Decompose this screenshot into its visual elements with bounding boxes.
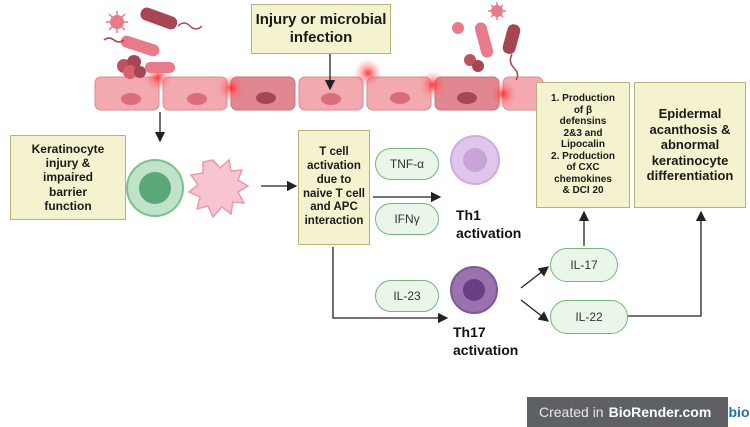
watermark-tail: bio	[728, 397, 750, 427]
production-line: & DCI 20	[562, 185, 604, 197]
keratinocyte-nucleus	[139, 172, 171, 204]
production-line: 2. Production	[551, 150, 615, 162]
inflammation-glow	[144, 59, 517, 108]
keratinocyte-box: Keratinocyte injury & impaired barrier f…	[10, 135, 126, 220]
tcell-line: T cell	[319, 146, 349, 159]
tcell-line: naive T cell	[302, 187, 365, 200]
th1-label: Th1 activation	[456, 207, 536, 242]
apc-cell	[187, 158, 250, 219]
production-line: of CXC	[566, 162, 600, 174]
tcell-activation-box: T cell activation due to naive T cell an…	[298, 130, 370, 245]
th1-label-line2: activation	[456, 224, 522, 241]
epidermal-line: Epidermal	[658, 106, 722, 122]
production-line: chemokines	[554, 173, 612, 185]
keratinocyte-line: injury &	[45, 155, 91, 170]
keratinocyte-line: Keratinocyte	[31, 141, 105, 156]
il17-pill: IL-17	[550, 248, 618, 282]
th17-label-line1: Th17	[453, 324, 486, 340]
watermark-prefix: Created in	[539, 404, 604, 420]
arrow-th17-to-il22	[520, 299, 550, 322]
production-line: Lipocalin	[561, 139, 605, 151]
watermark-brand: BioRender.com	[608, 404, 712, 420]
production-line: 1. Production	[551, 93, 615, 105]
arrow-th17-to-il17	[520, 266, 550, 289]
epidermal-box: Epidermal acanthosis & abnormal keratino…	[634, 82, 746, 208]
epithelial-layer	[94, 76, 544, 111]
th17-label-line2: activation	[453, 341, 519, 358]
production-line: of β	[573, 104, 593, 116]
epidermal-line: differentiation	[646, 168, 734, 184]
production-line: defensins	[559, 116, 607, 128]
tcell-line: interaction	[304, 215, 364, 228]
th17-label: Th17 activation	[453, 324, 543, 359]
production-line: 2&3 and	[563, 127, 603, 139]
ifn-gamma-pill: IFNγ	[375, 203, 439, 235]
biorender-watermark: Created in BioRender.com bio	[527, 397, 750, 427]
epidermal-line: keratinocyte	[651, 152, 729, 168]
th1-label-line1: Th1	[456, 207, 481, 223]
il23-pill: IL-23	[375, 280, 439, 312]
injury-box-line2: infection	[289, 29, 353, 46]
microbes-left	[103, 7, 203, 79]
epidermal-line: acanthosis &	[649, 121, 731, 137]
keratinocyte-line: function	[44, 199, 92, 214]
arrow-il22-to-epidermal	[628, 210, 707, 317]
tcell-line: and APC	[310, 201, 358, 214]
il22-pill: IL-22	[550, 300, 628, 334]
keratinocyte-line: impaired	[42, 170, 93, 185]
arrow-tcell-to-th17	[332, 247, 449, 324]
production-box: 1. Production of β defensins 2&3 and Lip…	[536, 82, 630, 208]
tcell-line: activation	[307, 159, 361, 172]
th1-nucleus	[463, 148, 487, 172]
epidermal-line: abnormal	[660, 137, 720, 153]
tnf-alpha-pill: TNF-α	[375, 148, 439, 180]
th17-nucleus	[463, 279, 485, 301]
keratinocyte-line: barrier	[48, 184, 88, 199]
tcell-line: due to	[316, 173, 352, 186]
microbes-right	[452, 2, 521, 81]
injury-box-line1: Injury or microbial	[255, 11, 387, 28]
injury-box: Injury or microbial infection	[251, 4, 391, 54]
